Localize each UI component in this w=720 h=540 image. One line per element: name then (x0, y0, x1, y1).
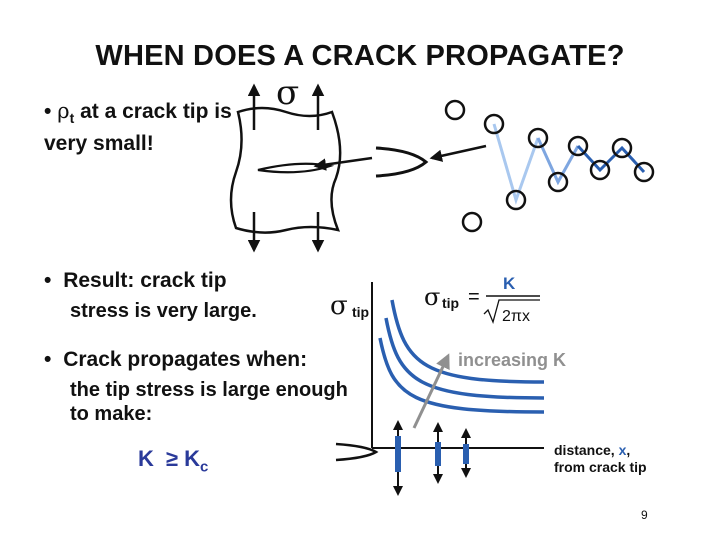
condition-kc-subscript: c (199, 458, 209, 476)
slide-title: WHEN DOES A CRACK PROPAGATE? (95, 40, 625, 72)
crack-tip-schematic (335, 442, 379, 462)
internal-crack (257, 162, 335, 174)
stress-curve-mid (384, 317, 545, 400)
bond-chain-light (492, 123, 540, 205)
increasing-k-label: increasing K (458, 350, 566, 370)
bond-chain-dark (576, 144, 646, 174)
equation-numerator: K (503, 274, 516, 293)
bullet-propagation: • Crack propagates when: (44, 347, 307, 372)
equation-sigma: σ (424, 283, 440, 311)
page-number: 9 (641, 508, 648, 522)
crack-tip-closeup (375, 146, 429, 178)
tip-stress-plot: σ tip increasing K σ tip = K 2πx distanc… (330, 274, 647, 496)
condition-operator: ≥ (166, 446, 179, 471)
bullet-3-continuation: the tip stress is large enough to make: (70, 379, 348, 425)
stress-curve-high (390, 299, 545, 384)
bullet-2-text: Result: crack tip (63, 269, 227, 292)
atom (611, 137, 633, 159)
atom (547, 171, 569, 193)
atom (567, 135, 589, 157)
rho-subscript: t (69, 110, 75, 127)
bullet-result: • Result: crack tip (44, 268, 227, 293)
condition-kc: K (184, 446, 200, 471)
atom (527, 127, 549, 149)
bond-chain-mid (536, 137, 580, 186)
bullet-2-continuation: stress is very large. (70, 300, 257, 322)
atom (505, 189, 527, 211)
bullet-3-text: Crack propagates when: (63, 348, 308, 371)
atom-zoom-arrow (429, 144, 487, 162)
atom (633, 161, 655, 183)
bullet-rho-small: • ρt at a crack tip is very small! (44, 99, 234, 156)
x-axis-label-line1: distance, x, (554, 442, 630, 458)
bond-stress-bar-3 (463, 444, 469, 464)
atom (461, 211, 483, 233)
cracked-plate-diagram: σ (229, 73, 487, 253)
fracture-condition: K ≥Kc (138, 446, 208, 475)
equation-equals: = (468, 286, 480, 308)
y-axis-sigma: σ (330, 291, 348, 321)
equation-denominator: 2πx (502, 308, 530, 325)
equation-sqrt-sign (483, 299, 540, 324)
bullet-marker: • (44, 269, 52, 292)
condition-k: K (138, 446, 154, 471)
bullet-1-text: at a crack tip is very small! (44, 100, 232, 156)
crack-zoom-arrow (313, 156, 373, 171)
plate-outline (229, 106, 342, 234)
bond-stress-bar-1 (395, 436, 401, 472)
stress-curve-low (378, 337, 545, 414)
y-axis-tip: tip (352, 304, 369, 320)
increasing-k-arrow (412, 353, 450, 429)
atomic-bond-chain (444, 99, 655, 233)
rho-symbol: ρ (57, 99, 70, 123)
atom (444, 99, 466, 121)
equation-tip: tip (442, 295, 459, 311)
atom (589, 159, 611, 181)
x-axis-label-line2: from crack tip (554, 459, 647, 475)
bullet-marker: • (44, 348, 52, 371)
sigma-label: σ (276, 73, 299, 113)
atom (483, 113, 505, 135)
bullet-marker: • (44, 100, 52, 123)
bond-stress-bar-2 (435, 442, 441, 466)
